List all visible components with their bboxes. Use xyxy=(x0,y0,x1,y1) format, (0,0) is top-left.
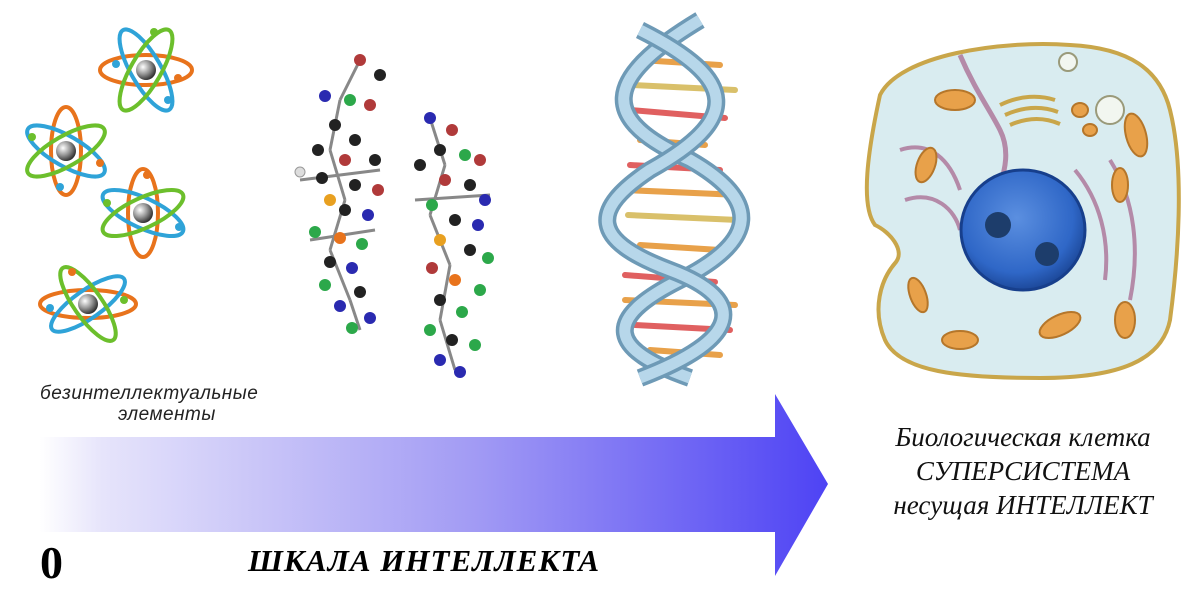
left-label-line2: элементы xyxy=(118,404,216,425)
scale-zero: 0 xyxy=(40,537,63,588)
intellect-scale-arrow xyxy=(40,394,828,576)
molecule-icon xyxy=(294,54,494,378)
left-label-line1: безинтеллектуальные xyxy=(40,383,259,404)
left-label: безинтеллектуальные элементы xyxy=(40,383,340,425)
scale-title: ШКАЛА ИНТЕЛЛЕКТА xyxy=(248,543,601,578)
atom-icon xyxy=(38,265,138,343)
dna-helix-icon xyxy=(598,12,751,387)
right-label-line3: несущая ИНТЕЛЛЕКТ xyxy=(893,490,1153,520)
right-label-line1: Биологическая клетка xyxy=(895,422,1151,452)
atom-icon xyxy=(25,105,107,197)
atom-icon xyxy=(100,167,186,259)
right-label-line2: СУПЕРСИСТЕМА xyxy=(915,456,1131,486)
right-label: Биологическая клетка СУПЕРСИСТЕМА несуща… xyxy=(858,420,1188,522)
cell-icon xyxy=(864,42,1181,381)
atom-icon xyxy=(98,27,194,113)
